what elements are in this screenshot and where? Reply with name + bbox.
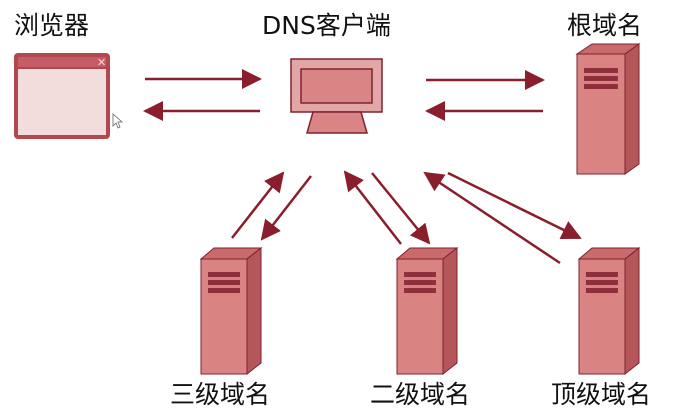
arrow-top-to-client bbox=[423, 171, 561, 265]
computer-icon bbox=[290, 58, 383, 134]
arrow-client-to-top bbox=[447, 171, 582, 240]
dns-client-label: DNS客户端 bbox=[262, 11, 391, 40]
second-level-domain-label: 二级域名 bbox=[370, 380, 471, 409]
root-domain-label: 根域名 bbox=[567, 11, 643, 40]
third-level-server-icon bbox=[199, 246, 263, 376]
browser-window-icon: ✕ bbox=[14, 53, 110, 139]
arrow-third-to-client bbox=[231, 171, 285, 239]
third-level-domain-label: 三级域名 bbox=[170, 380, 271, 409]
top-level-domain-label: 顶级域名 bbox=[551, 380, 652, 409]
browser-label: 浏览器 bbox=[14, 11, 90, 40]
svg-text:✕: ✕ bbox=[97, 56, 106, 69]
cursor-icon bbox=[112, 113, 124, 129]
root-server-icon bbox=[575, 43, 641, 175]
second-level-server-icon bbox=[395, 246, 459, 376]
arrow-client-to-second bbox=[371, 172, 431, 245]
arrow-client-to-third bbox=[260, 175, 312, 241]
top-level-server-icon bbox=[577, 246, 641, 376]
arrow-second-to-client bbox=[343, 170, 402, 245]
